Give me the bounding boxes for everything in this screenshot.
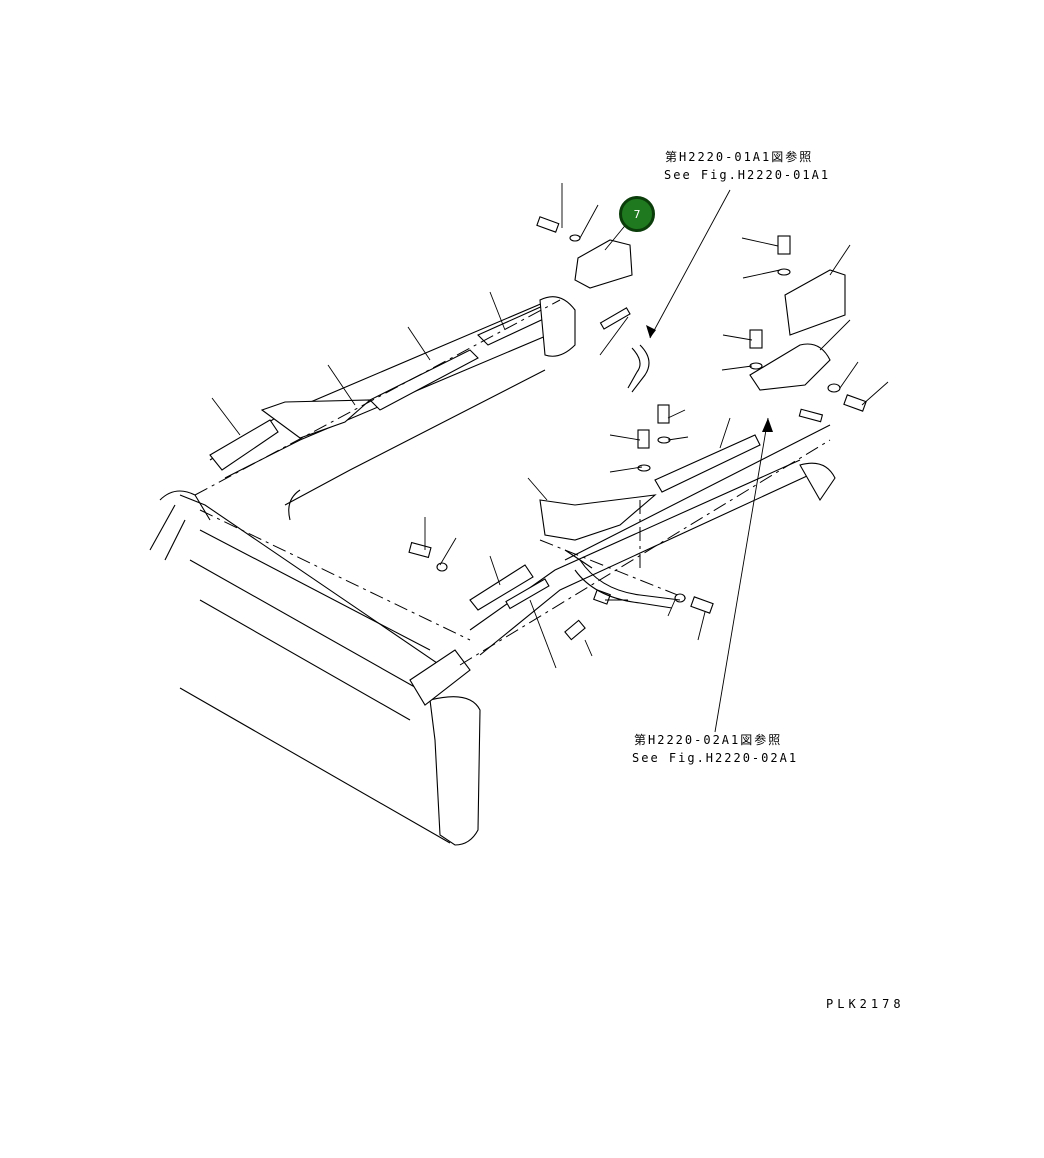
left-frame-arm: [209, 296, 576, 521]
leader-lines: [211, 183, 889, 669]
right-frame-arm: [409, 424, 836, 706]
reference-top-jp: 第H2220-01A1図参照: [665, 150, 814, 164]
center-lines: [194, 299, 831, 666]
brackets: [574, 239, 846, 391]
hose: [574, 344, 681, 609]
reference-arrows: [646, 189, 773, 733]
reference-bottom-en: See Fig.H2220-02A1: [632, 751, 799, 765]
bolts: [408, 216, 867, 641]
callout-7[interactable]: 7: [619, 196, 655, 232]
reference-top-en: See Fig.H2220-01A1: [664, 168, 831, 182]
drawing-code: PLK2178: [826, 997, 905, 1011]
reference-bottom-jp: 第H2220-02A1図参照: [634, 733, 783, 747]
